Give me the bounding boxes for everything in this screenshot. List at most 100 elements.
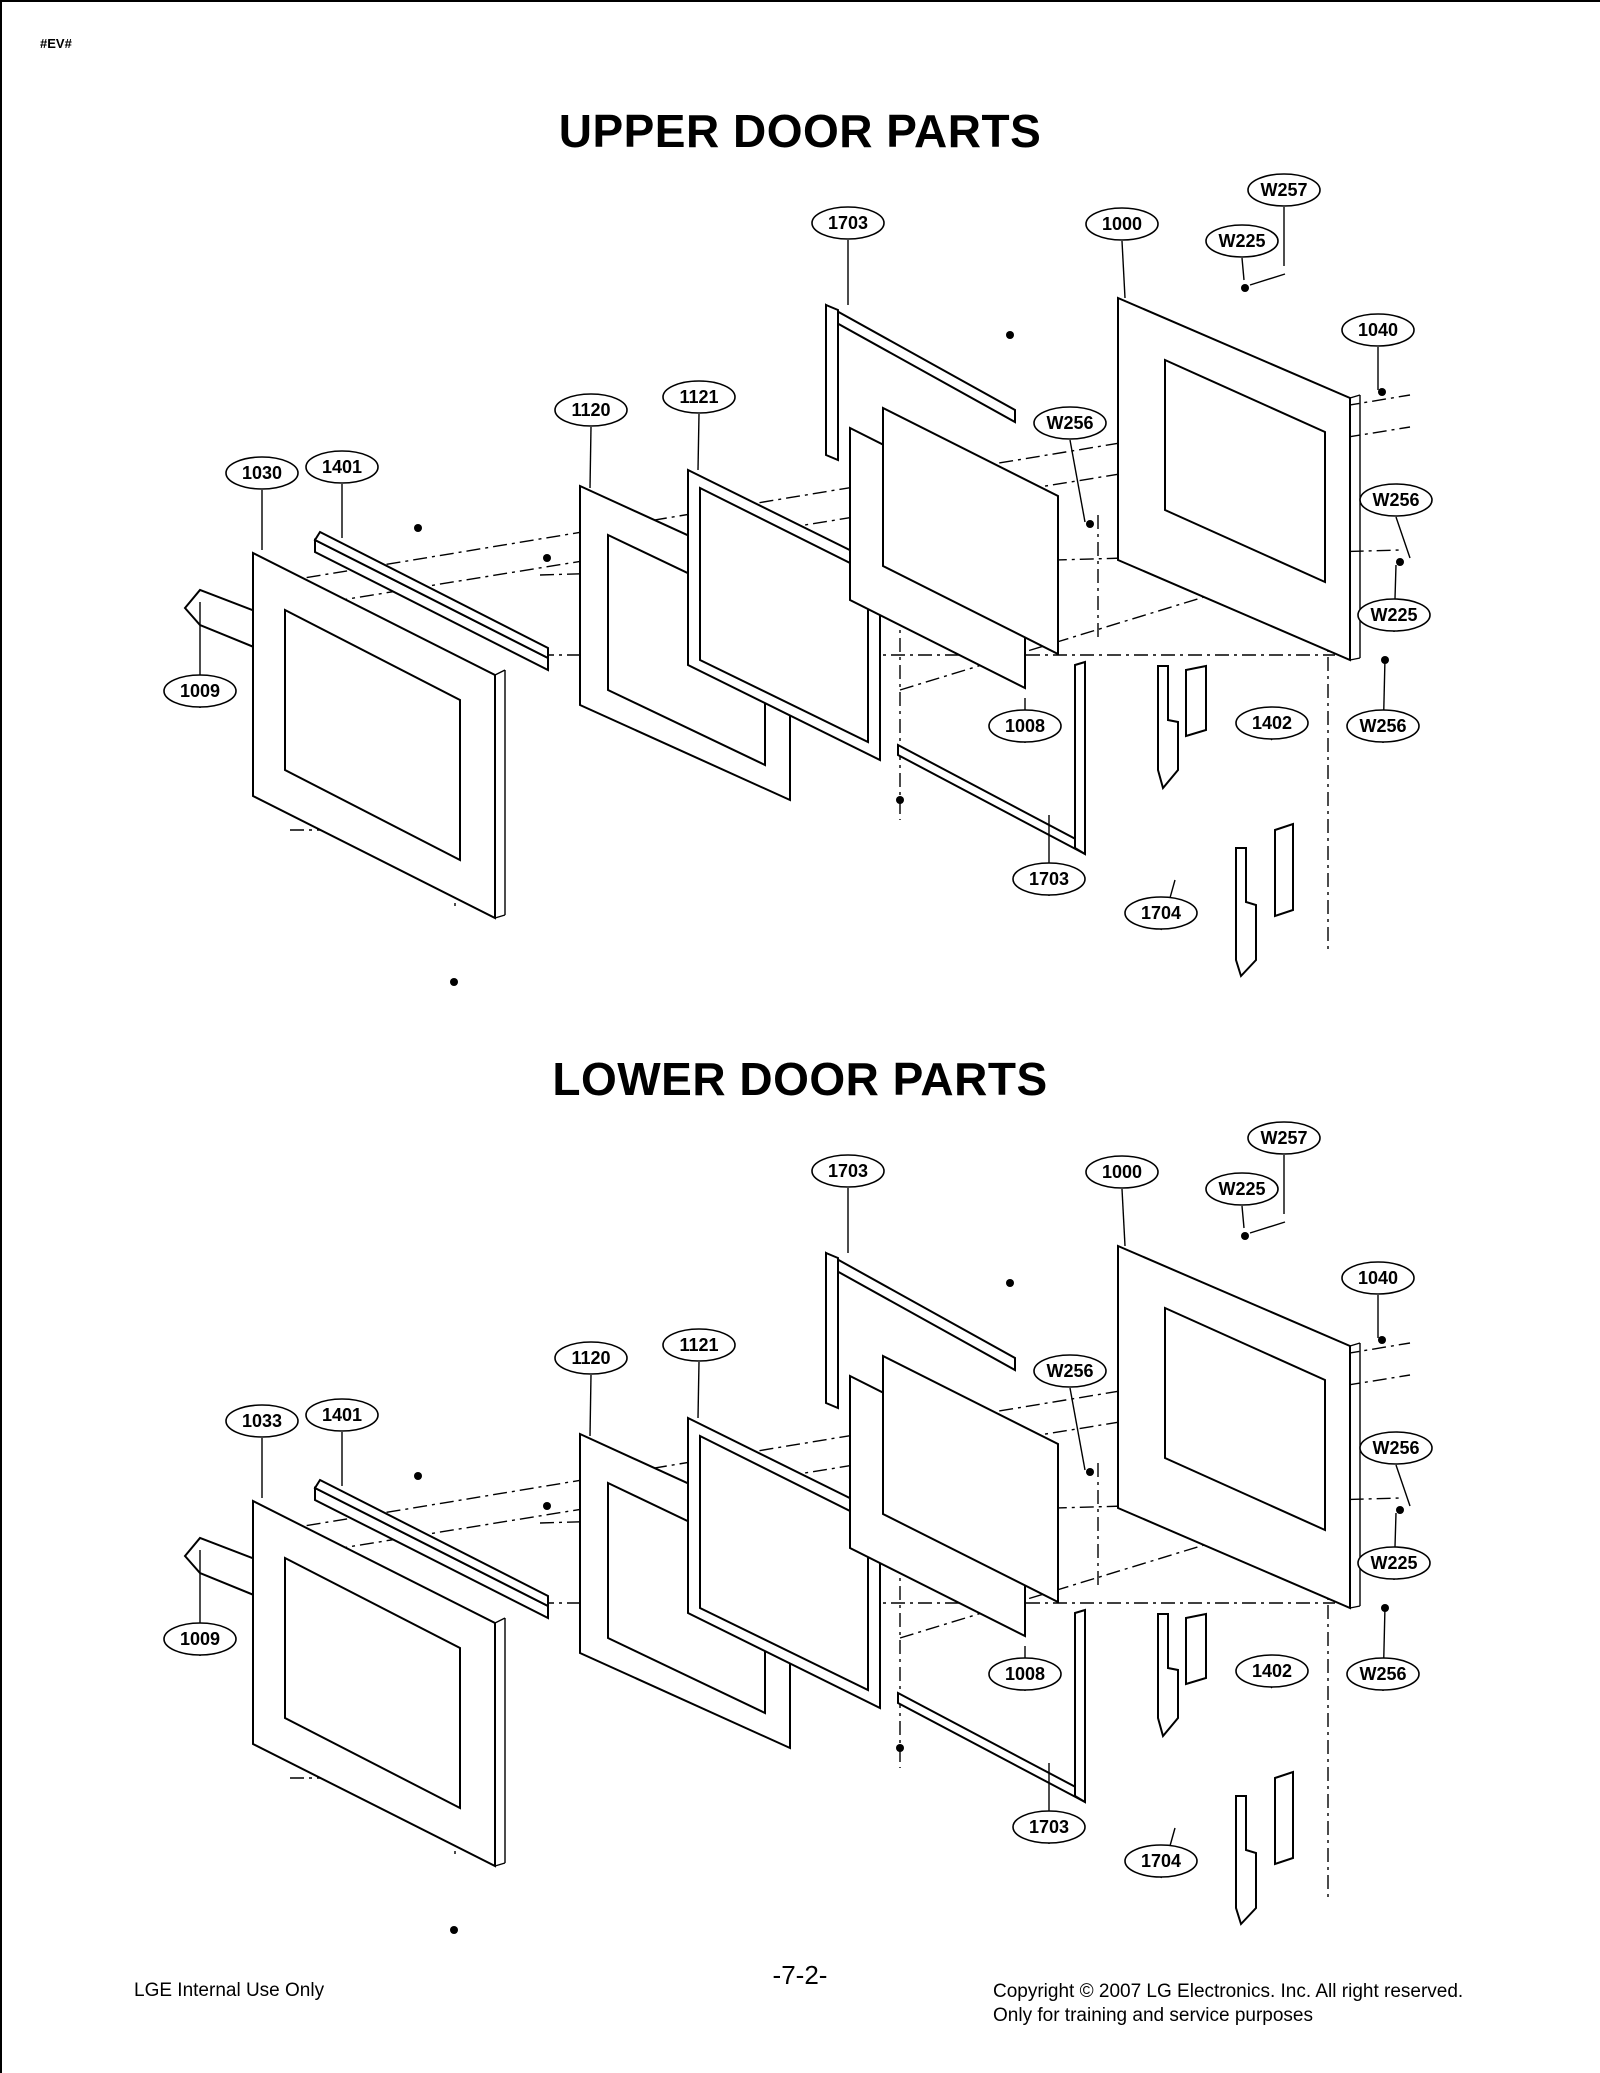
top-seal-strip bbox=[825, 303, 1016, 424]
callout-1402: 1402 bbox=[1235, 706, 1309, 741]
liner-edge bbox=[1349, 394, 1361, 399]
callout-label: W257 bbox=[1260, 1128, 1307, 1148]
screw-icon bbox=[1006, 1279, 1014, 1287]
callout-bubble bbox=[1085, 207, 1159, 241]
callout-bubble bbox=[163, 1622, 237, 1656]
callout-label: 1040 bbox=[1358, 1268, 1398, 1288]
callout-1401: 1401 bbox=[305, 1398, 379, 1486]
callout-bubble bbox=[1357, 598, 1431, 632]
callout-1120: 1120 bbox=[554, 1341, 628, 1437]
callout-label: 1040 bbox=[1358, 320, 1398, 340]
callout-bubble bbox=[1235, 706, 1309, 740]
outer-door-window bbox=[284, 1556, 461, 1810]
screw-icon bbox=[543, 554, 551, 562]
callout-bubble bbox=[662, 380, 736, 414]
callout-w256a: W256 bbox=[1033, 1354, 1107, 1471]
long-screw bbox=[1249, 273, 1286, 286]
copyright-line-1: Copyright © 2007 LG Electronics. Inc. Al… bbox=[993, 1981, 1464, 2002]
leader-line bbox=[1241, 1205, 1245, 1229]
callout-label: 1008 bbox=[1005, 1664, 1045, 1684]
callout-label: 1033 bbox=[242, 1411, 282, 1431]
top-seal-side bbox=[825, 1251, 839, 1410]
callout-label: 1704 bbox=[1141, 1851, 1181, 1871]
callout-1401: 1401 bbox=[305, 450, 379, 538]
callout-w256c: W256 bbox=[1346, 1605, 1420, 1692]
callout-bubble bbox=[1033, 406, 1107, 440]
callout-bubble bbox=[811, 206, 885, 240]
screw-icon bbox=[896, 1744, 904, 1752]
screw-icon bbox=[414, 524, 422, 532]
callout-w256b: W256 bbox=[1359, 1431, 1433, 1507]
leader-line bbox=[589, 426, 592, 489]
callout-1030: 1033 bbox=[225, 1404, 299, 1498]
bottom-seal-strip bbox=[897, 743, 1086, 856]
hinge-upper bbox=[1157, 665, 1179, 791]
exploded-view-parts bbox=[183, 1221, 1411, 1934]
callout-label: 1000 bbox=[1102, 1162, 1142, 1182]
leader-line bbox=[1121, 240, 1126, 299]
callout-label: 1402 bbox=[1252, 1661, 1292, 1681]
callout-bubble bbox=[1012, 1810, 1086, 1844]
inner-liner-opening bbox=[1164, 358, 1326, 584]
callout-label: 1030 bbox=[242, 463, 282, 483]
corner-mark: #EV# bbox=[40, 36, 72, 51]
callout-1121: 1121 bbox=[662, 1328, 736, 1419]
door-edge bbox=[494, 669, 506, 676]
callout-bubble bbox=[1205, 1172, 1279, 1206]
callout-bubble bbox=[1359, 1431, 1433, 1465]
callout-bubble bbox=[1033, 1354, 1107, 1388]
callout-label: 1703 bbox=[828, 1161, 868, 1181]
callout-1008: 1008 bbox=[988, 698, 1062, 743]
callout-label: W256 bbox=[1046, 1361, 1093, 1381]
inner-liner-opening bbox=[1164, 1306, 1326, 1532]
callout-1040: 1040 bbox=[1341, 313, 1415, 390]
callout-w256a: W256 bbox=[1033, 406, 1107, 523]
leader-line bbox=[1069, 1387, 1086, 1471]
callout-1008: 1008 bbox=[988, 1646, 1062, 1691]
screw-icon bbox=[1396, 1506, 1404, 1514]
hinge-upper bbox=[1157, 1613, 1179, 1739]
outer-door-window bbox=[284, 608, 461, 862]
callout-bubble bbox=[554, 393, 628, 427]
callout-1121: 1121 bbox=[662, 380, 736, 471]
callout-bubble bbox=[1247, 173, 1321, 207]
screw-icon bbox=[1378, 1336, 1386, 1344]
callout-w225b: W225 bbox=[1357, 564, 1431, 633]
liner-edge bbox=[1349, 1342, 1361, 1347]
copyright-notice: Copyright © 2007 LG Electronics. Inc. Al… bbox=[993, 1980, 1463, 2028]
hinge-cover-upper bbox=[1185, 1612, 1207, 1686]
callout-label: W225 bbox=[1218, 1179, 1265, 1199]
callout-bubble bbox=[1341, 1261, 1415, 1295]
callout-w257: W257 bbox=[1247, 173, 1321, 266]
bottom-seal-strip bbox=[897, 1691, 1086, 1804]
long-screw bbox=[1249, 1221, 1286, 1234]
screw-icon bbox=[450, 978, 458, 986]
callout-label: W225 bbox=[1370, 1553, 1417, 1573]
leader-line bbox=[1069, 439, 1086, 523]
callout-label: W256 bbox=[1046, 413, 1093, 433]
callout-bubble bbox=[554, 1341, 628, 1375]
callout-w225b: W225 bbox=[1357, 1512, 1431, 1581]
callout-bubble bbox=[988, 1657, 1062, 1691]
callout-label: 1703 bbox=[1029, 869, 1069, 889]
callout-bubble bbox=[1359, 483, 1433, 517]
callout-bubble bbox=[1346, 1657, 1420, 1691]
hinge-lower bbox=[1235, 847, 1257, 978]
leader-line bbox=[1121, 1188, 1126, 1247]
copyright-line-2: Only for training and service purposes bbox=[993, 2005, 1313, 2026]
callout-bubble bbox=[1085, 1155, 1159, 1189]
callout-bubble bbox=[1235, 1654, 1309, 1688]
screw-icon bbox=[1006, 331, 1014, 339]
callout-1703a: 1703 bbox=[811, 1154, 885, 1253]
callout-label: 1703 bbox=[828, 213, 868, 233]
callout-1000: 1000 bbox=[1085, 1155, 1159, 1247]
screw-icon bbox=[1378, 388, 1386, 396]
callout-label: 1704 bbox=[1141, 903, 1181, 923]
callout-label: W225 bbox=[1370, 605, 1417, 625]
callout-1000: 1000 bbox=[1085, 207, 1159, 299]
callout-bubble bbox=[988, 709, 1062, 743]
callout-1402: 1402 bbox=[1235, 1654, 1309, 1689]
internal-use-note: LGE Internal Use Only bbox=[134, 1980, 325, 2001]
top-seal-strip bbox=[825, 1251, 1016, 1372]
